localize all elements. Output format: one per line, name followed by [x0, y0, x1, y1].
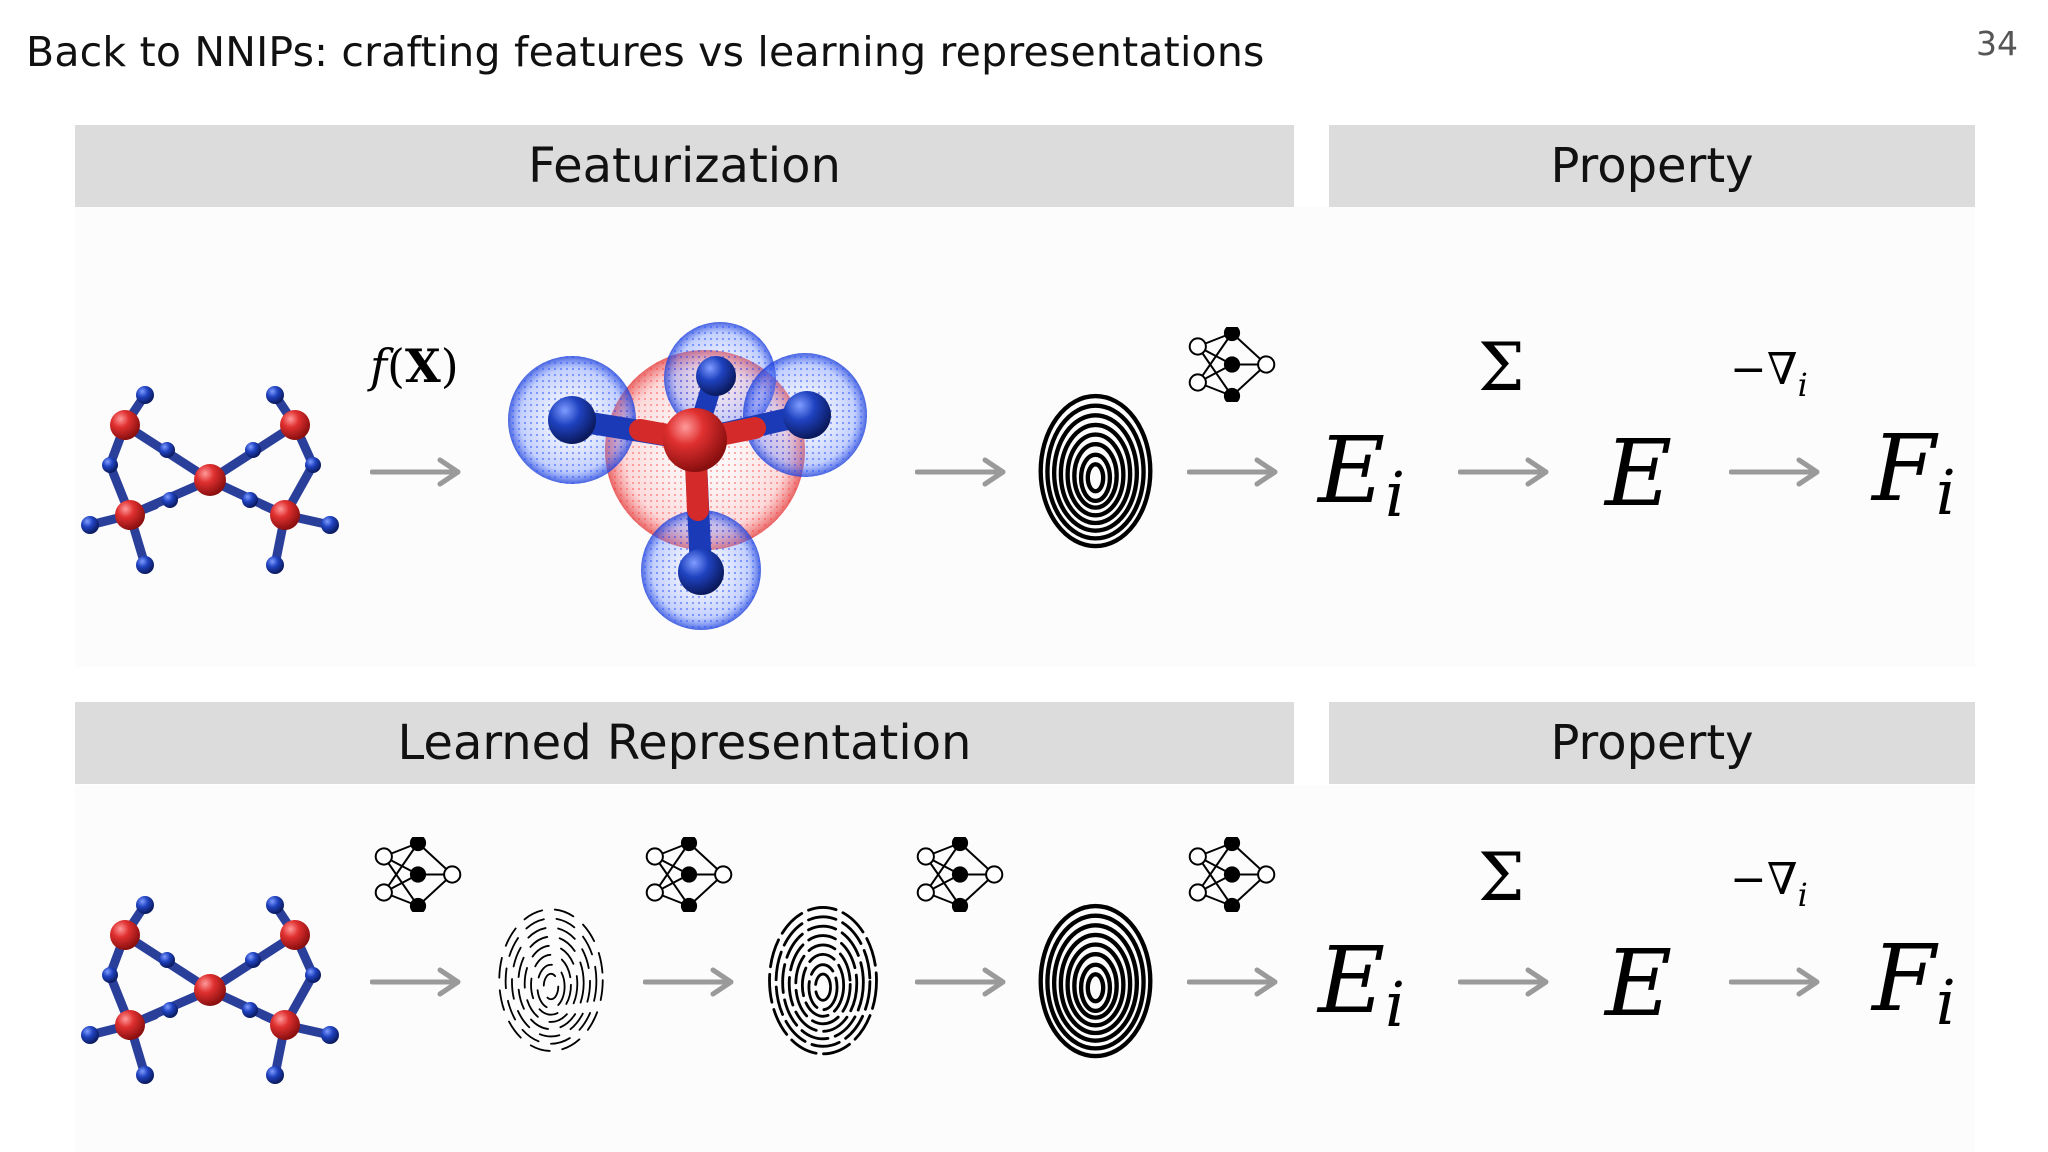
- neural-network-icon: [1188, 327, 1276, 402]
- svg-text:Ei: Ei: [1316, 927, 1405, 1041]
- sum-symbol: Σ: [1478, 329, 1525, 406]
- svg-text:Σ: Σ: [1478, 839, 1525, 916]
- neural-network-icon: [916, 837, 1004, 912]
- arrow-right-icon: [917, 970, 1003, 994]
- header-property-1: Property: [1329, 125, 1975, 207]
- arrow-right-icon: [1189, 970, 1275, 994]
- featurization-panel: [75, 207, 1975, 667]
- total-energy-label: E: [1603, 420, 1672, 527]
- featurize-function-label: f(X): [367, 339, 459, 393]
- learned-panel: [75, 785, 1975, 1152]
- arrow-right-icon: [1731, 460, 1817, 484]
- arrow-right-icon: [1460, 460, 1546, 484]
- arrow-right-icon: [917, 460, 1003, 484]
- neural-network-icon: [374, 837, 462, 912]
- svg-text:−∇i: −∇i: [1730, 854, 1808, 914]
- arrow-right-icon: [1731, 970, 1817, 994]
- svg-text:E: E: [1603, 420, 1672, 527]
- neg-gradient-symbol: −∇i: [1730, 344, 1808, 404]
- force-label: Fi: [1870, 415, 1956, 529]
- neural-network-icon: [645, 837, 733, 912]
- svg-text:Fi: Fi: [1870, 415, 1956, 529]
- arrow-right-icon: [1460, 970, 1546, 994]
- svg-text:Σ: Σ: [1478, 329, 1525, 406]
- molecule-icon: [81, 386, 339, 574]
- molecule-icon: [81, 896, 339, 1084]
- svg-text:−∇i: −∇i: [1730, 344, 1808, 404]
- svg-text:f(X): f(X): [367, 339, 459, 393]
- neg-gradient-symbol: −∇i: [1730, 854, 1808, 914]
- arrow-right-icon: [645, 970, 731, 994]
- sum-symbol: Σ: [1478, 839, 1525, 916]
- header-learned-representation: Learned Representation: [75, 702, 1294, 784]
- svg-text:Ei: Ei: [1316, 417, 1405, 531]
- fingerprint-icon: [1040, 905, 1151, 1057]
- atom-environment-icon: [508, 322, 867, 630]
- header-property-2: Property: [1329, 702, 1975, 784]
- svg-text:Fi: Fi: [1870, 925, 1956, 1039]
- total-energy-label: E: [1603, 930, 1672, 1037]
- fingerprint-icon: [769, 906, 877, 1055]
- atomic-energy-label: Ei: [1316, 927, 1405, 1041]
- svg-text:E: E: [1603, 930, 1672, 1037]
- atomic-energy-label: Ei: [1316, 417, 1405, 531]
- arrow-right-icon: [1189, 460, 1275, 484]
- neural-network-icon: [1188, 837, 1276, 912]
- page-number: 34: [1976, 24, 2018, 63]
- fingerprint-icon: [498, 908, 604, 1052]
- arrow-right-icon: [372, 970, 458, 994]
- arrow-right-icon: [372, 460, 458, 484]
- slide-title: Back to NNIPs: crafting features vs lear…: [26, 28, 1265, 76]
- fingerprint-icon: [1040, 395, 1151, 547]
- force-label: Fi: [1870, 925, 1956, 1039]
- header-featurization: Featurization: [75, 125, 1294, 207]
